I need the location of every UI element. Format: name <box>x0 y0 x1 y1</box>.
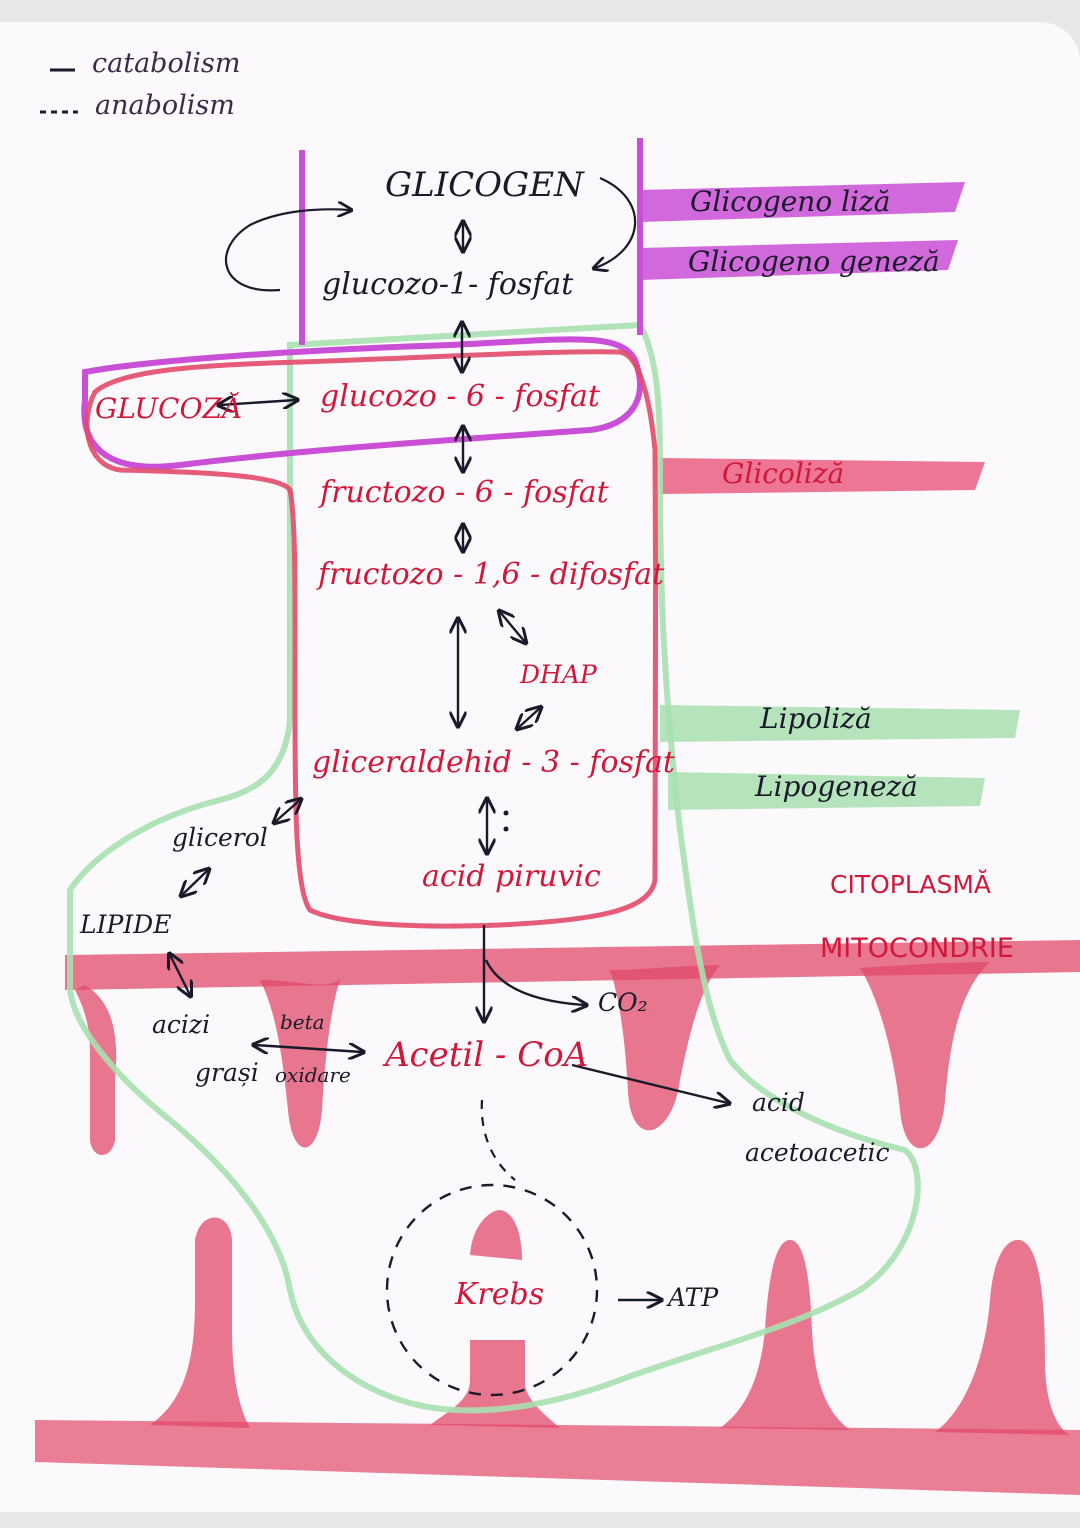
node-grasi: grași <box>195 1058 259 1087</box>
krebs-entry-dashed <box>480 1099 516 1181</box>
node-atp: ATP <box>668 1283 719 1312</box>
node-acid-piruvic: acid piruvic <box>422 859 601 894</box>
arrow-acizi-acetilcoa <box>255 1045 362 1052</box>
tag-glicogenoliza-highlight <box>640 182 965 222</box>
node-acid: acid <box>752 1088 805 1117</box>
tag-glicoliza: Glicoliză <box>722 457 845 490</box>
node-beta: beta <box>280 1010 325 1034</box>
node-glucozo-6-fosfat: glucozo - 6 - fosfat <box>320 379 600 414</box>
arrow-glicerol-g3p <box>275 800 300 822</box>
legend-anabolism: anabolism <box>95 90 235 121</box>
arrow-dhap-g3p <box>518 708 540 728</box>
node-acizi: acizi <box>152 1010 211 1039</box>
cristae-bottom <box>150 1210 1070 1435</box>
glycolysis-region-outline <box>84 349 659 929</box>
tag-lipogeneza-highlight <box>668 772 985 810</box>
node-fructozo-16-difosfat: fructozo - 1,6 - difosfat <box>318 557 665 592</box>
tag-lipoliza: Lipoliză <box>760 702 872 735</box>
legend-catabolism: catabolism <box>92 48 241 79</box>
tag-lipogeneza: Lipogeneză <box>755 770 918 803</box>
arrow-lipide-glicerol <box>182 870 208 895</box>
label-mitocondrie: MITOCONDRIE <box>820 933 1014 964</box>
node-dhap: DHAP <box>520 660 597 689</box>
node-krebs: Krebs <box>455 1277 545 1312</box>
label-citoplasma: CITOPLASMĂ <box>830 870 991 899</box>
node-co2: CO₂ <box>598 988 648 1017</box>
node-acetoacetic: acetoacetic <box>745 1138 890 1167</box>
node-acetil-coa: Acetil - CoA <box>385 1035 589 1075</box>
tag-glicoliza-highlight <box>660 458 985 494</box>
node-glucoza: GLUCOZĂ <box>95 392 243 425</box>
mitochondrial-bottom-membrane <box>35 1420 1080 1495</box>
node-lipide: LIPIDE <box>80 910 172 939</box>
tag-glicogenoliza: Glicogeno liză <box>690 185 891 218</box>
glycogen-cycle-arrow-left <box>224 209 350 292</box>
node-glicogen: GLICOGEN <box>385 165 584 205</box>
tag-glicogenogeneza-highlight <box>640 240 958 280</box>
lipid-pathway-outline <box>67 321 921 1414</box>
tag-lipoliza-highlight <box>660 705 1020 742</box>
cristae-top <box>75 962 990 1155</box>
krebs-cycle-circle <box>385 1183 599 1397</box>
node-gliceraldehid-3-fosfat: gliceraldehid - 3 - fosfat <box>312 745 675 780</box>
glycogen-cycle-arrow-right <box>595 176 637 268</box>
arrow-co2 <box>484 959 585 1005</box>
node-glucozo-1-fosfat: glucozo-1- fosfat <box>322 267 574 302</box>
mitochondrial-outer-membrane <box>65 940 1080 990</box>
arrow-glucoza-g6p <box>220 400 296 405</box>
glycogen-region-outline <box>81 138 643 470</box>
arrow-acetilcoa-acetoacetic <box>571 1063 728 1103</box>
tag-glicogenogeneza: Glicogeno geneză <box>688 245 940 278</box>
arrow-f16dp-dhap <box>500 612 525 642</box>
node-oxidare: oxidare <box>275 1063 351 1087</box>
arrow-lipide-acizi <box>170 955 190 995</box>
node-fructozo-6-fosfat: fructozo - 6 - fosfat <box>320 475 609 510</box>
node-glicerol: glicerol <box>172 823 268 852</box>
